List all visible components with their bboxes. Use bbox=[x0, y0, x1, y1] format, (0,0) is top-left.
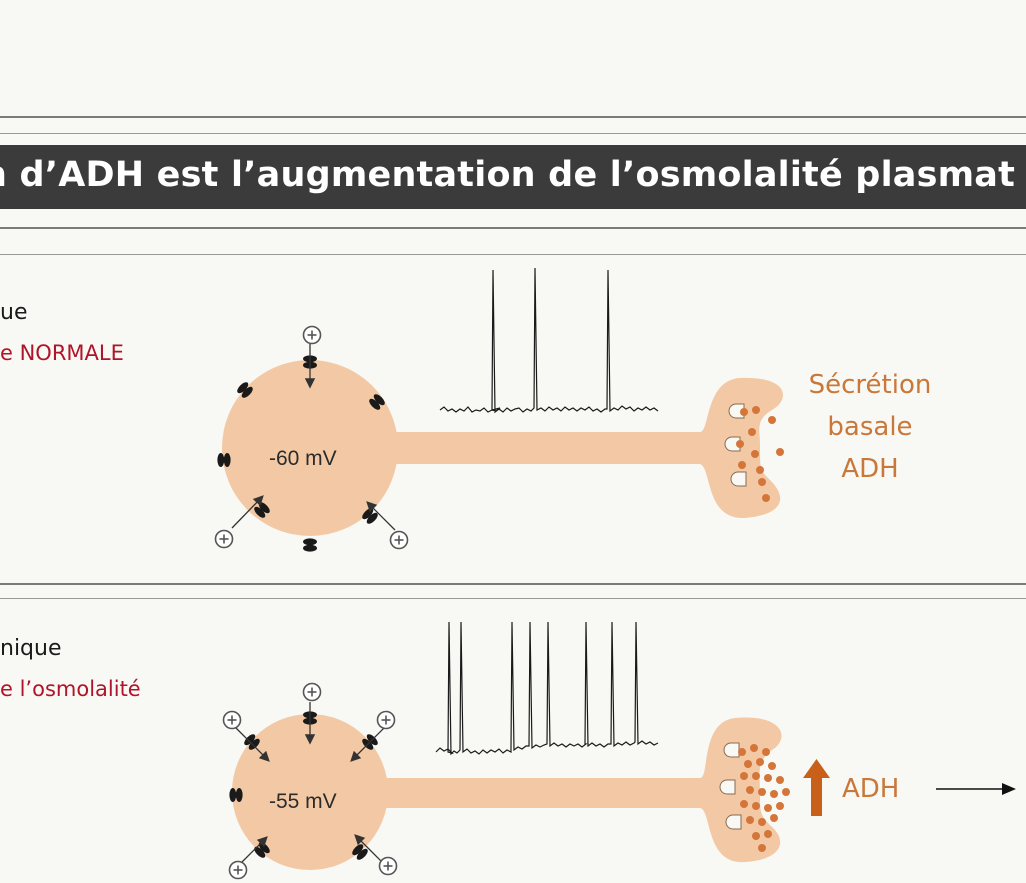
panel-2-label: nique bbox=[0, 636, 62, 661]
right-arrow-icon bbox=[936, 783, 1016, 795]
plus-circle-ion-icon bbox=[378, 856, 398, 876]
axon-terminal-1 bbox=[700, 377, 783, 519]
plus-circle-ion-icon bbox=[222, 710, 242, 730]
secretion-line-3: ADH bbox=[841, 454, 899, 484]
plus-circle-ion-icon bbox=[214, 529, 234, 549]
up-arrow-icon bbox=[803, 759, 830, 816]
secretion-line-2: basale bbox=[827, 412, 913, 442]
spike-trace-2 bbox=[435, 621, 659, 756]
panel-1-sublabel: e NORMALE bbox=[0, 341, 124, 365]
plus-circle-ion-icon bbox=[389, 530, 409, 550]
neuron-stimulated: -55 mV bbox=[222, 621, 1016, 880]
separator-rule bbox=[0, 583, 1026, 585]
soma-1 bbox=[222, 360, 398, 536]
panel-2-sublabel: e l’osmolalité bbox=[0, 677, 141, 701]
axon-1 bbox=[388, 432, 718, 464]
top-rule bbox=[0, 116, 1026, 118]
top-rule-thin bbox=[0, 133, 1026, 134]
membrane-potential-2: -55 mV bbox=[269, 790, 337, 813]
secretion-basale-text: Sécrétion basale ADH bbox=[790, 364, 950, 490]
mid-rule bbox=[0, 227, 1026, 229]
plus-circle-ion-icon bbox=[302, 325, 322, 345]
mid-rule-thin bbox=[0, 254, 1026, 255]
axon-terminal-2 bbox=[700, 717, 782, 863]
panel-1-label: ue bbox=[0, 300, 28, 325]
soma-2 bbox=[232, 714, 388, 870]
vesicles-2 bbox=[738, 744, 790, 852]
title-banner: n d’ADH est l’augmentation de l’osmolali… bbox=[0, 145, 1026, 209]
plus-circle-ion-icon bbox=[228, 860, 248, 880]
page-title: n d’ADH est l’augmentation de l’osmolali… bbox=[0, 155, 1016, 195]
spike-trace-1 bbox=[439, 267, 659, 414]
separator-rule-thin bbox=[0, 598, 1026, 599]
plus-circle-ion-icon bbox=[376, 710, 396, 730]
axon-2 bbox=[375, 778, 715, 808]
neuron-resting: -60 mV bbox=[214, 267, 784, 552]
adh-increase-label: ADH bbox=[842, 774, 900, 804]
vesicles-1 bbox=[736, 406, 784, 502]
membrane-potential-1: -60 mV bbox=[269, 447, 337, 470]
secretion-line-1: Sécrétion bbox=[808, 370, 932, 400]
plus-circle-ion-icon bbox=[302, 682, 322, 702]
